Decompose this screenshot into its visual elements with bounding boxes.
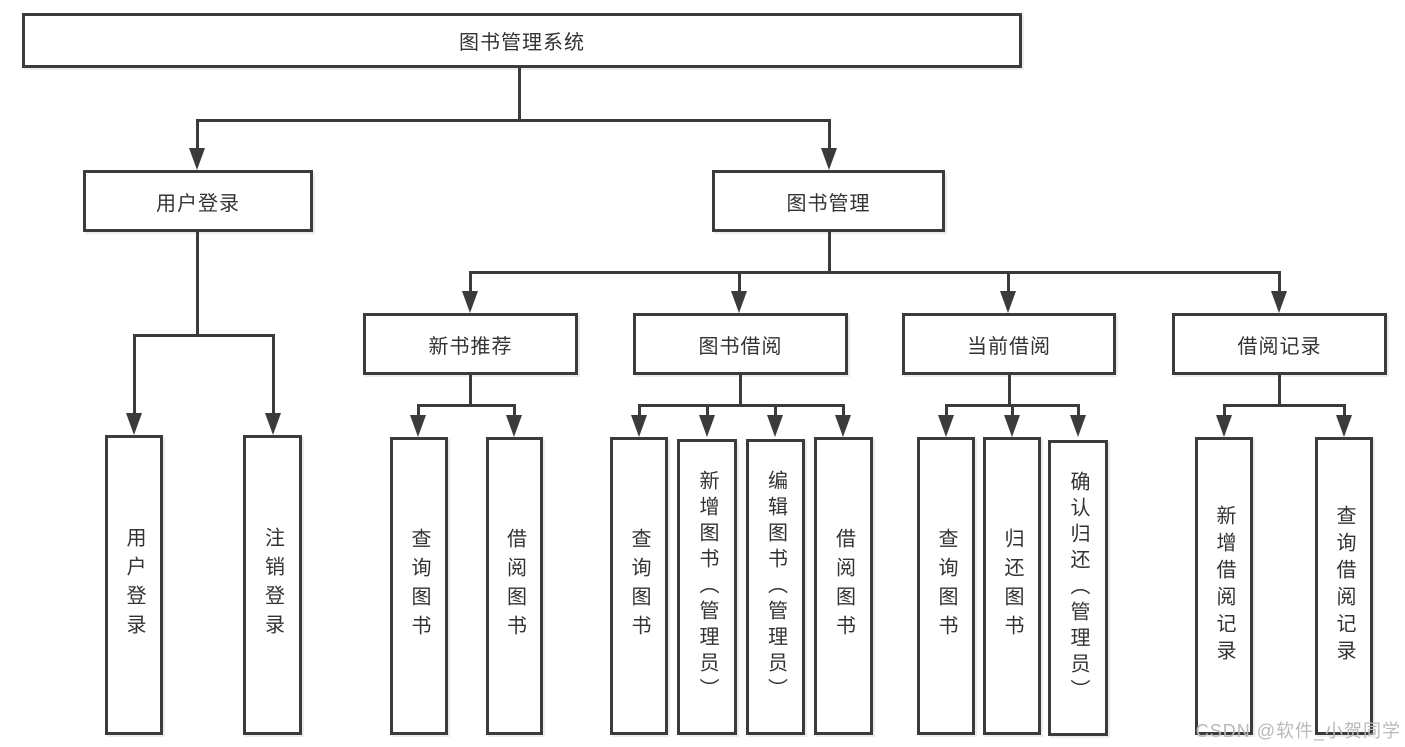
connector-leaf-shaft [513,404,516,417]
leaf-label: 借阅图书 [503,528,526,644]
arrow-to-leaf-query-books-2 [631,415,647,437]
leaf-label: 归还图书 [1001,528,1023,644]
leaf-user-login: 用户登录 [105,435,163,735]
leaf-return-books: 归还图书 [983,437,1041,735]
connector-book-mgmt-stub [828,232,831,274]
connector-borrow-hline [638,404,845,407]
connector-module-shaft [1007,271,1010,293]
connector-leaf-shaft [133,334,136,415]
arrow-to-leaf-query-record [1336,415,1352,437]
node-new-book-recommend: 新书推荐 [363,313,578,375]
arrow-to-leaf-borrow-books-1 [506,415,522,437]
connector-leaf-shaft [1343,404,1346,417]
connector-to-book-mgmt-shaft [828,119,831,151]
leaf-borrow-books-1: 借阅图书 [486,437,543,735]
leaf-edit-books-admin: 编辑图书（管理员） [746,439,805,735]
arrow-to-current-borrow [1000,291,1016,313]
connector-leaf-shaft [1011,404,1014,417]
node-label: 借阅记录 [1237,335,1322,358]
arrow-to-leaf-logout [265,413,281,435]
connector-recommend-hline [417,404,515,407]
connector-leaf-shaft [1077,404,1080,417]
node-label: 新书推荐 [428,335,513,358]
leaf-label: 查询图书 [935,528,957,644]
connector-records-hline [1223,404,1345,407]
connector-borrow-stub [739,375,742,407]
leaf-borrow-books-2: 借阅图书 [814,437,873,735]
arrow-to-user-login [189,148,205,170]
node-book-management: 图书管理 [712,170,945,232]
leaf-label: 注销登录 [261,527,284,643]
connector-leaf-shaft [272,334,275,415]
arrow-to-leaf-confirm-return [1070,415,1086,437]
arrow-to-leaf-add-books [699,415,715,437]
arrow-to-leaf-edit-books [767,415,783,437]
connector-records-stub [1278,375,1281,407]
csdn-watermark: CSDN @软件_小贺同学 [1195,721,1401,741]
leaf-confirm-return-admin: 确认归还（管理员） [1048,440,1108,736]
leaf-label: 查询图书 [408,528,430,644]
leaf-query-books-3: 查询图书 [917,437,975,735]
arrow-to-book-mgmt [821,148,837,170]
node-label: 用户登录 [156,192,240,215]
connector-user-login-stub [196,232,199,337]
node-label: 图书管理系统 [459,32,585,54]
leaf-query-books-2: 查询图书 [610,437,668,735]
connector-module-shaft [469,271,472,293]
node-label: 图书管理 [786,192,871,215]
arrow-to-leaf-user-login [126,413,142,435]
connector-module-shaft [738,271,741,293]
leaf-label: 借阅图书 [832,528,855,644]
arrow-to-book-borrow [731,291,747,313]
node-current-borrow: 当前借阅 [902,313,1116,375]
connector-book-mgmt-hline [469,271,1280,274]
arrow-to-leaf-query-books-3 [938,415,954,437]
leaf-add-borrow-record: 新增借阅记录 [1195,437,1253,735]
leaf-label: 新增图书（管理员） [696,470,718,704]
node-label: 当前借阅 [967,335,1051,358]
connector-leaf-shaft [774,404,777,417]
arrow-to-leaf-add-record [1216,415,1232,437]
connector-module-shaft [1278,271,1281,293]
connector-root-hline [196,119,831,122]
arrow-to-new-book-recommend [462,291,478,313]
node-borrow-records: 借阅记录 [1172,313,1387,375]
connector-recommend-stub [469,375,472,407]
node-book-borrow: 图书借阅 [633,313,848,375]
leaf-label: 确认归还（管理员） [1067,471,1089,705]
connector-leaf-shaft [1223,404,1226,417]
node-user-login: 用户登录 [83,170,313,232]
connector-leaf-shaft [842,404,845,417]
connector-user-login-hline [133,334,274,337]
leaf-label: 新增借阅记录 [1213,505,1235,667]
connector-leaf-shaft [706,404,709,417]
arrow-to-leaf-borrow-books-2 [835,415,851,437]
leaf-add-books-admin: 新增图书（管理员） [677,439,737,735]
connector-to-user-login-shaft [196,119,199,151]
connector-leaf-shaft [945,404,948,417]
connector-leaf-shaft [417,404,420,417]
connector-leaf-shaft [638,404,641,417]
connector-current-stub [1008,375,1011,407]
leaf-query-borrow-record: 查询借阅记录 [1315,437,1373,735]
connector-root-stub [518,68,521,121]
leaf-label: 编辑图书（管理员） [764,470,787,704]
arrow-to-leaf-query-books-1 [410,415,426,437]
leaf-label: 用户登录 [123,527,145,643]
node-label: 图书借阅 [698,335,783,358]
leaf-label: 查询图书 [628,528,650,644]
node-library-management-system: 图书管理系统 [22,13,1022,68]
leaf-logout: 注销登录 [243,435,302,735]
leaf-label: 查询借阅记录 [1333,505,1355,667]
arrow-to-borrow-records [1271,291,1287,313]
leaf-query-books-1: 查询图书 [390,437,448,735]
arrow-to-leaf-return-books [1004,415,1020,437]
